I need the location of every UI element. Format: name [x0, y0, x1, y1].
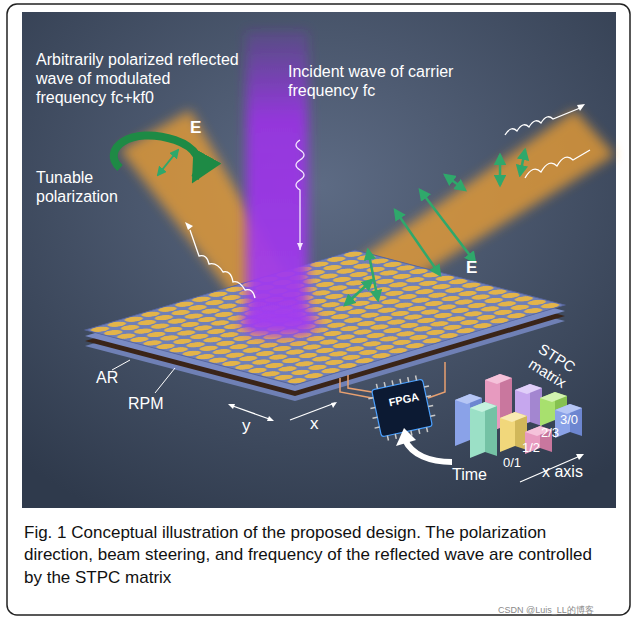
axis-label: x axis	[542, 462, 612, 481]
field-symbol: E	[466, 258, 486, 278]
layer-label: RPM	[128, 394, 188, 413]
chip-label: FPGA	[381, 389, 427, 411]
state-label: 2/3	[541, 425, 581, 441]
state-label: 1/2	[522, 440, 562, 456]
incident-wave-label: Incident wave of carrier frequency fc	[288, 62, 488, 100]
field-symbol: E	[190, 118, 210, 138]
reflected-wave-label: Arbitrarily polarized reflected wave of …	[36, 50, 241, 108]
polarization-label: Tunable polarization	[36, 168, 146, 206]
state-label: 0/1	[503, 455, 543, 471]
matrix-label: STPC matrix	[513, 332, 591, 400]
axis-label: x	[310, 414, 330, 434]
state-label: 3/0	[560, 412, 600, 428]
axis-label: y	[242, 416, 262, 436]
figure-caption: Fig. 1 Conceptual illustration of the pr…	[24, 522, 612, 589]
watermark: CSDN @Luis_LL的博客	[498, 605, 633, 616]
time-label: Time	[452, 465, 512, 484]
layer-label: AR	[96, 368, 136, 387]
